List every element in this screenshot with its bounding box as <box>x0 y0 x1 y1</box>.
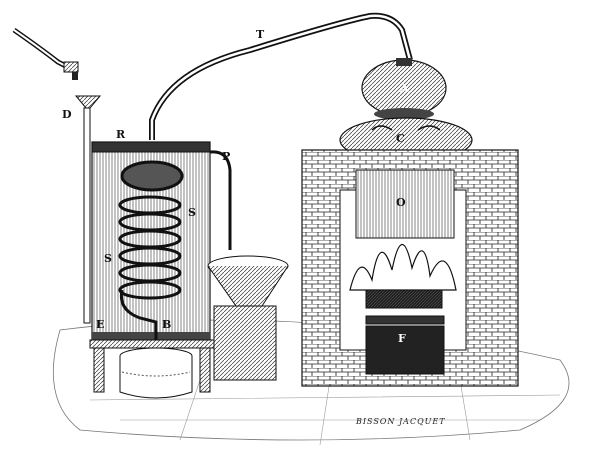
overflow-basin <box>207 255 289 381</box>
condenser-coil <box>118 160 184 345</box>
condenser-tub <box>91 141 211 341</box>
label-a: A <box>399 82 409 95</box>
label-p: P <box>222 150 230 163</box>
labels: T D R P S S B E A C O F BISSON JACQUET <box>62 28 446 426</box>
label-t: T <box>256 28 265 41</box>
furnace-fire <box>349 244 457 309</box>
label-r: R <box>116 128 126 141</box>
water-faucet <box>12 27 79 80</box>
ash-pit-f <box>365 315 445 375</box>
still-tube-t <box>149 12 413 140</box>
label-b: B <box>162 318 171 331</box>
label-d: D <box>62 108 72 121</box>
engraver-signature: BISSON JACQUET <box>355 417 446 426</box>
label-e: E <box>96 318 104 331</box>
label-f: F <box>398 332 406 345</box>
still-head-a <box>361 58 447 120</box>
label-s-left: S <box>104 252 112 265</box>
label-o: O <box>396 196 406 209</box>
overflow-pipe-p <box>209 150 232 250</box>
receiving-beaker <box>119 347 193 399</box>
label-s-right: S <box>188 206 196 219</box>
funnel-d <box>74 95 102 324</box>
label-c: C <box>396 132 405 145</box>
